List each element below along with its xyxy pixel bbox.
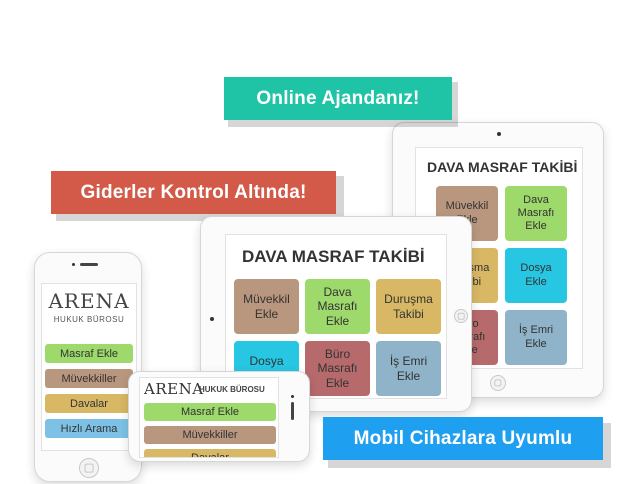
tablet-front-home-button[interactable] [454,309,468,323]
ribbon-mobil: Mobil Cihazlara Uyumlu [323,417,603,460]
phone-portrait-camera [72,263,75,266]
phone-subtitle: HUKUK BÜROSU [53,315,125,324]
phone-portrait-speaker [80,263,98,266]
ribbon-giderler: Giderler Kontrol Altında! [51,171,336,214]
phone-landscape-subtitle: HUKUK BÜROSU [199,385,265,394]
phone-landscape-button-muvekkiller[interactable]: Müvekkiller [144,426,276,444]
phone-button-muvekkiller[interactable]: Müvekkiller [45,369,133,388]
tablet-front-tile-muvekkil[interactable]: Müvekkil Ekle [234,279,299,334]
phone-brand: ARENA [48,289,130,313]
tablet-front-tile-is-emri[interactable]: İş Emri Ekle [376,341,441,396]
tablet-back-tile-is-emri[interactable]: İş Emri Ekle [505,310,567,365]
tablet-back-home-button[interactable] [490,375,506,391]
ribbon-online: Online Ajandanız! [224,77,452,120]
tablet-front: DAVA MASRAF TAKİBİ Müvekkil Ekle Dava Ma… [200,216,472,412]
phone-button-hizli-arama[interactable]: Hızlı Arama [45,419,133,438]
tablet-front-tile-buro-masrafi[interactable]: Büro Masrafı Ekle [305,341,370,396]
tablet-front-title: DAVA MASRAF TAKİBİ [242,247,425,266]
phone-landscape-brand: ARENA [144,380,204,398]
phone-landscape: ARENA HUKUK BÜROSU Masraf Ekle Müvekkill… [128,371,310,462]
tablet-back-camera [497,132,501,136]
phone-landscape-camera [291,395,294,398]
tablet-back-tile-dava-masrafi[interactable]: Dava Masrafı Ekle [505,186,567,241]
tablet-front-tile-durusma[interactable]: Duruşma Takibi [376,279,441,334]
phone-landscape-button-davalar[interactable]: Davalar [144,449,276,457]
phone-portrait-screen: ARENA HUKUK BÜROSU Masraf Ekle Müvekkill… [41,283,137,451]
tablet-back-tile-dosya[interactable]: Dosya Ekle [505,248,567,303]
phone-portrait-home-button[interactable] [79,458,99,478]
phone-landscape-button-masraf-ekle[interactable]: Masraf Ekle [144,403,276,421]
tablet-front-camera [210,317,214,321]
phone-button-davalar[interactable]: Davalar [45,394,133,413]
phone-landscape-screen: ARENA HUKUK BÜROSU Masraf Ekle Müvekkill… [139,377,279,458]
tablet-back-title: DAVA MASRAF TAKİBİ [427,159,578,175]
tablet-front-tile-dava-masrafi[interactable]: Dava Masrafı Ekle [305,279,370,334]
phone-portrait: ARENA HUKUK BÜROSU Masraf Ekle Müvekkill… [34,252,142,482]
phone-landscape-speaker [291,402,294,420]
phone-button-masraf-ekle[interactable]: Masraf Ekle [45,344,133,363]
